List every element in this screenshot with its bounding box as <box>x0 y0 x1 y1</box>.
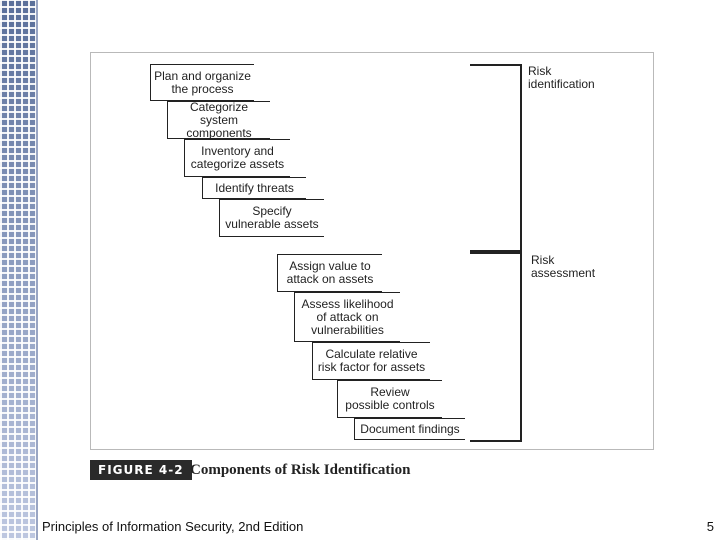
stripe-edge <box>36 0 38 540</box>
page-number: 5 <box>706 519 714 534</box>
risk-identification-label: Risk identification <box>528 64 595 91</box>
step-document-findings: Document findings <box>354 418 465 440</box>
footer-book-title: Principles of Information Security, 2nd … <box>42 519 304 534</box>
step-identify-threats: Identify threats <box>202 177 306 199</box>
figure-caption-title: Components of Risk Identification <box>190 462 411 478</box>
risk-identification-bracket <box>470 64 522 252</box>
risk-assessment-bracket <box>470 252 522 442</box>
decorative-stripe <box>0 0 36 540</box>
figure-number-tag: FIGURE 4-2 <box>90 460 192 480</box>
risk-assessment-label: Risk assessment <box>531 253 596 280</box>
